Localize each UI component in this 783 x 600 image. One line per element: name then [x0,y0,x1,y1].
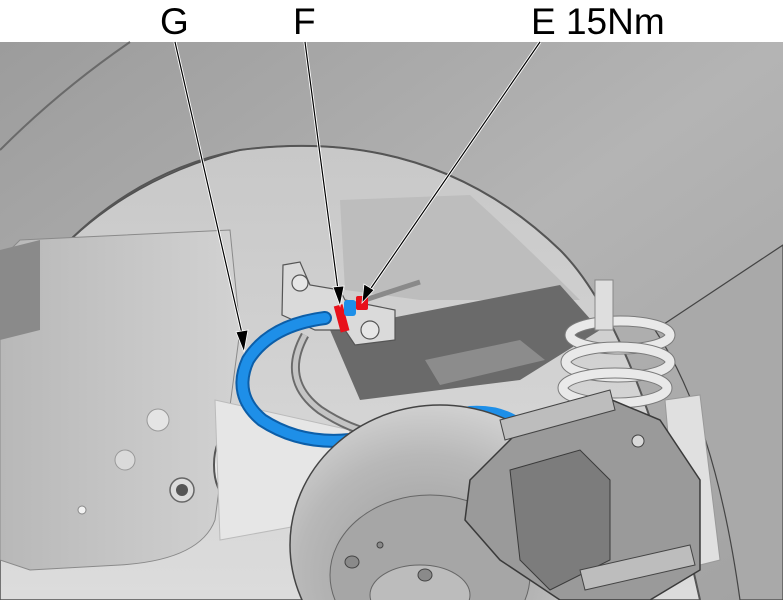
brake-hose-body [237,313,355,446]
inner-liner [340,195,580,300]
bracket-nut-upper [291,274,309,292]
arrowhead-f [332,285,345,308]
brake-pipe-upper [364,279,421,303]
leader-lines [173,41,542,354]
knuckle-bolt-hole-inner [176,484,188,496]
hose-end-fitting [344,300,356,316]
callout-label-g: G [160,1,189,42]
hose-clip [333,304,350,333]
caliper-slide-pin-lower [579,544,696,591]
arrowhead-e [361,283,375,305]
wheel-arch-lip [0,144,701,600]
callout-label-e-torque: E 15Nm [531,1,665,42]
coil-spring [557,315,676,409]
shock-absorber [594,279,614,331]
panel-crease [0,41,131,151]
hub [369,564,471,600]
caliper-slide-pin-upper [499,389,616,441]
bracket-nut-lower [360,320,380,340]
bleed-screw [631,434,645,448]
leader-line-g-core [174,41,244,339]
arrowhead-g [235,329,249,354]
wheel-studs [344,541,433,582]
callout-label-f: F [293,1,316,42]
knuckle-boss-2 [114,449,136,471]
knuckle-left-edge [0,240,40,340]
label-band [0,0,783,42]
knuckle-boss [146,408,170,432]
caliper-piston-housing [509,449,611,591]
cross-member [330,285,600,400]
leader-line-f-core [304,41,339,291]
cross-member-slot [425,340,545,385]
knuckle-rivet [77,505,87,515]
leader-line-e-core [368,41,541,292]
